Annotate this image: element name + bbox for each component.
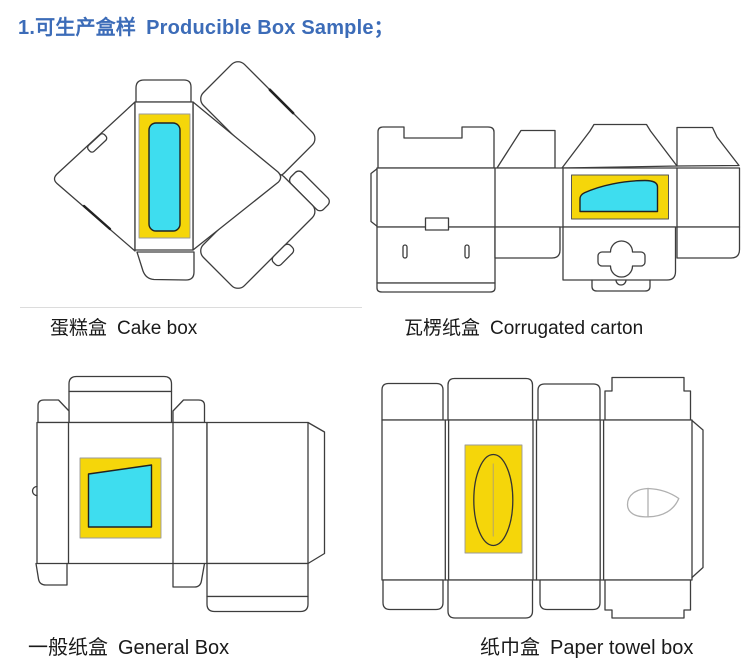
carton-slit-left (402, 244, 408, 259)
general-bottom-flap-mid (172, 562, 206, 588)
carton-tab-slot (424, 217, 450, 231)
general-window-film (87, 464, 153, 528)
general-back-panel (206, 421, 309, 565)
general-lid-panel (68, 390, 173, 424)
general-bottom-flap-back (206, 562, 309, 598)
paper-towel-box-dieline (381, 376, 704, 619)
page-title: 1.可生产盒样 Producible Box Sample； (18, 11, 394, 40)
carton-top-flap-1 (377, 126, 495, 169)
general-dust-flap-right (172, 399, 206, 424)
carton-lock-tab (591, 279, 651, 292)
general-bottom-flap-left (35, 562, 68, 586)
general-box-dieline (31, 375, 326, 613)
corrugated-carton-dieline (370, 123, 741, 293)
cake-edge-tab (87, 133, 108, 153)
general-glue-flap (307, 421, 326, 565)
towel-top-flap-3 (537, 383, 601, 421)
general-thumb-notch (31, 485, 38, 497)
leaf-perforation (626, 487, 680, 518)
cake-lid-bottom (200, 170, 330, 289)
carton-top-flap-2 (496, 129, 556, 169)
carton-tab-notch (615, 279, 627, 286)
cake-left-diamond (53, 101, 136, 252)
carton-slit-right (464, 244, 470, 259)
caption-corrugated-carton-zh: 瓦楞纸盒 (404, 318, 481, 339)
caption-general-box: 一般纸盒 General Box (28, 631, 229, 660)
caption-cake-box-zh: 蛋糕盒 (50, 318, 108, 339)
towel-bottom-flap-2 (447, 579, 534, 619)
cake-top-flap (135, 79, 192, 103)
caption-general-box-zh: 一般纸盒 (28, 637, 108, 659)
towel-top-flap-4 (604, 376, 692, 421)
caption-cake-box: 蛋糕盒 Cake box (50, 313, 197, 340)
general-dust-flap-left (37, 399, 70, 424)
carton-window-film (579, 179, 659, 213)
cake-box-dieline (53, 61, 330, 289)
towel-oval-cut (473, 453, 514, 547)
carton-handle-hole (597, 240, 646, 278)
carton-bottom-flap-4 (676, 226, 741, 259)
carton-top-flap-4 (676, 126, 740, 167)
towel-bottom-flap-4 (604, 579, 692, 619)
cake-bottom-flap (136, 251, 195, 281)
towel-top-flap-2 (447, 377, 534, 421)
towel-top-flap-1 (381, 382, 444, 421)
carton-gable-top (561, 123, 678, 169)
caption-paper-towel-box-en: Paper towel box (550, 637, 694, 659)
divider-line (20, 307, 362, 308)
cake-window-film (148, 122, 181, 232)
page-title-zh: 1.可生产盒样 (18, 17, 137, 39)
general-bottom-tuck (206, 595, 309, 613)
cake-edge-slit (82, 204, 112, 231)
carton-main-band (376, 167, 741, 228)
carton-bottom-flap-1 (376, 226, 496, 284)
caption-cake-box-en: Cake box (117, 318, 198, 339)
carton-bottom-strip-1 (376, 282, 496, 293)
caption-paper-towel-box: 纸巾盒 Paper towel box (480, 631, 693, 660)
caption-general-box-en: General Box (118, 637, 230, 659)
general-tuck-flap (68, 375, 173, 393)
towel-glue-flap (691, 419, 704, 579)
cake-right-diamond (192, 101, 282, 251)
caption-corrugated-carton: 瓦楞纸盒 Corrugated carton (404, 313, 643, 340)
caption-corrugated-carton-en: Corrugated carton (490, 318, 644, 339)
carton-bottom-flap-2 (494, 226, 561, 259)
towel-bottom-flap-1 (382, 579, 444, 611)
page-title-en: Producible Box Sample； (146, 17, 394, 39)
towel-bottom-flap-3 (539, 579, 601, 611)
caption-paper-towel-box-zh: 纸巾盒 (480, 637, 540, 659)
